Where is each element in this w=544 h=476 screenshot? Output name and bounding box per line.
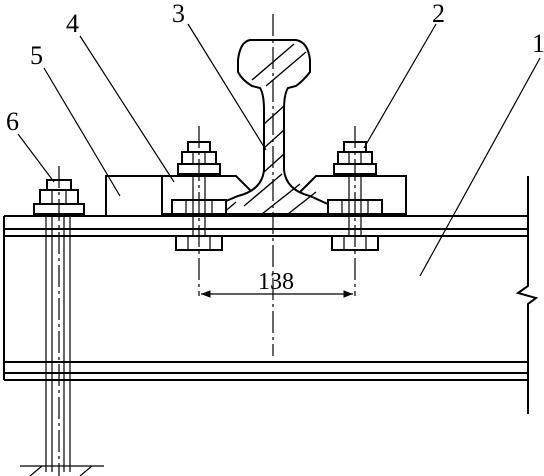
part-labels: 1 2 3 4 5 6 [6, 0, 544, 136]
label-part-2: 2 [432, 0, 445, 28]
spacer-block [105, 175, 163, 217]
label-part-5: 5 [30, 41, 43, 70]
label-part-3: 3 [172, 0, 185, 28]
dimension-text: 138 [258, 269, 294, 295]
label-part-1: 1 [532, 29, 544, 58]
label-part-6: 6 [6, 107, 19, 136]
leader-lines [17, 23, 541, 277]
steel-beam [3, 176, 539, 414]
anchor-bolt [20, 179, 104, 476]
center-lines [58, 14, 356, 476]
label-part-4: 4 [66, 9, 79, 38]
dimension-bolt-spacing: 138 [201, 269, 353, 298]
